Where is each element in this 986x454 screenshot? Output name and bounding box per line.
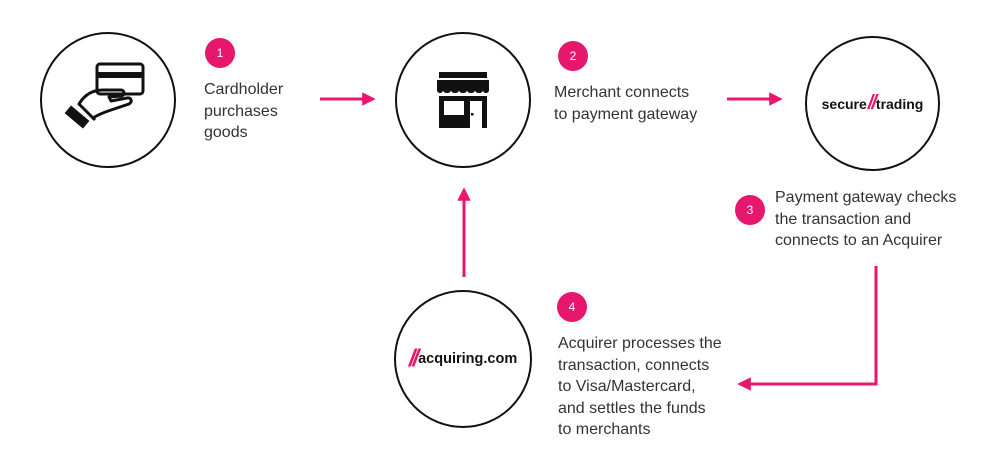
step-line: to merchants xyxy=(558,421,651,438)
logo-slashes: // xyxy=(867,92,877,114)
step-text-2: Merchant connects to payment gateway xyxy=(554,82,697,125)
step-line: transaction, connects xyxy=(558,356,710,374)
logo-slashes: // xyxy=(408,345,419,372)
step-text-1: Cardholder purchases goods xyxy=(204,79,283,144)
step-line: connects to an Acquirer xyxy=(775,232,943,249)
step-badge-4: 4 xyxy=(557,292,587,322)
logo-secure-text: secure xyxy=(821,95,867,112)
arrow-gateway-to-acquirer xyxy=(737,266,878,391)
acquiring-logo: // acquiring.com xyxy=(409,345,517,373)
cardholder-circle xyxy=(40,32,176,168)
logo-trading-text: trading xyxy=(875,95,924,112)
merchant-circle xyxy=(395,32,531,168)
step-line: purchases xyxy=(204,102,278,120)
step-badge-3: 3 xyxy=(735,195,765,225)
hand-holding-card-icon xyxy=(64,62,145,129)
logo-acquiring-text: acquiring.com xyxy=(418,351,518,367)
step-text-3: Payment gateway checks the transaction a… xyxy=(775,187,956,252)
step-badge-1: 1 xyxy=(205,38,235,68)
step-line: Cardholder xyxy=(204,81,284,98)
step-line: Payment gateway checks xyxy=(775,189,957,206)
step-badge-2: 2 xyxy=(558,41,588,71)
step-text-4: Acquirer processes the transaction, conn… xyxy=(558,333,722,441)
step-line: goods xyxy=(204,124,248,141)
step-line: Merchant connects xyxy=(554,84,690,101)
step-line: and settles the funds xyxy=(558,399,706,417)
step-line: to Visa/Mastercard, xyxy=(558,378,696,395)
step-line: to payment gateway xyxy=(554,105,698,123)
step-line: the transaction and xyxy=(775,210,912,228)
storefront-icon xyxy=(437,72,489,128)
acquirer-circle: // acquiring.com xyxy=(394,290,532,428)
secure-trading-logo: secure // trading xyxy=(822,92,924,115)
gateway-circle: secure // trading xyxy=(805,36,940,171)
step-line: Acquirer processes the xyxy=(558,335,722,352)
